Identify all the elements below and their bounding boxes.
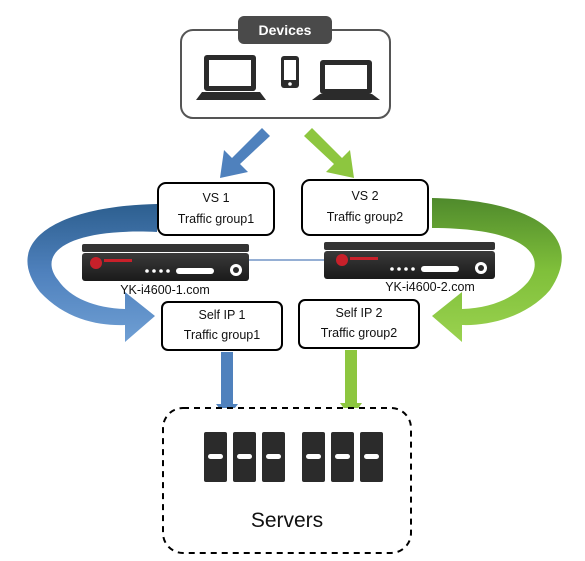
server-tower-icon	[302, 432, 325, 482]
phone-icon	[281, 56, 299, 88]
server-tower-icon	[204, 432, 227, 482]
selfip1-box	[161, 301, 283, 351]
vs1-box	[157, 182, 275, 236]
server-tower-icon	[331, 432, 354, 482]
vs1-title: VS 1	[202, 191, 230, 205]
load-balancer-appliance-icon	[324, 242, 495, 279]
devices-label: Devices	[238, 16, 332, 44]
servers-label: Servers	[250, 509, 324, 532]
selfip1-traffic-group: Traffic group1	[183, 328, 261, 342]
laptop-icon	[312, 60, 380, 100]
blue-arrow-to-vs1	[220, 128, 270, 178]
green-arrow-to-vs2	[304, 128, 354, 178]
host1-label: YK-i4600-1.com	[120, 283, 210, 297]
server-tower-icon	[360, 432, 383, 482]
server-tower-icon	[262, 432, 285, 482]
vs1-traffic-group: Traffic group1	[177, 212, 255, 226]
vs2-box	[301, 179, 429, 236]
vs2-traffic-group: Traffic group2	[326, 210, 404, 224]
selfip2-box	[298, 299, 420, 349]
selfip2-traffic-group: Traffic group2	[320, 326, 398, 340]
desktop-monitor-icon	[196, 55, 266, 100]
vs2-title: VS 2	[351, 189, 379, 203]
server-tower-icon	[233, 432, 256, 482]
blue-failover-arc	[27, 204, 157, 342]
selfip1-title: Self IP 1	[198, 308, 246, 322]
selfip2-title: Self IP 2	[335, 306, 383, 320]
green-failover-arc	[432, 198, 562, 342]
host2-label: YK-i4600-2.com	[385, 280, 475, 294]
load-balancer-appliance-icon	[82, 244, 249, 281]
